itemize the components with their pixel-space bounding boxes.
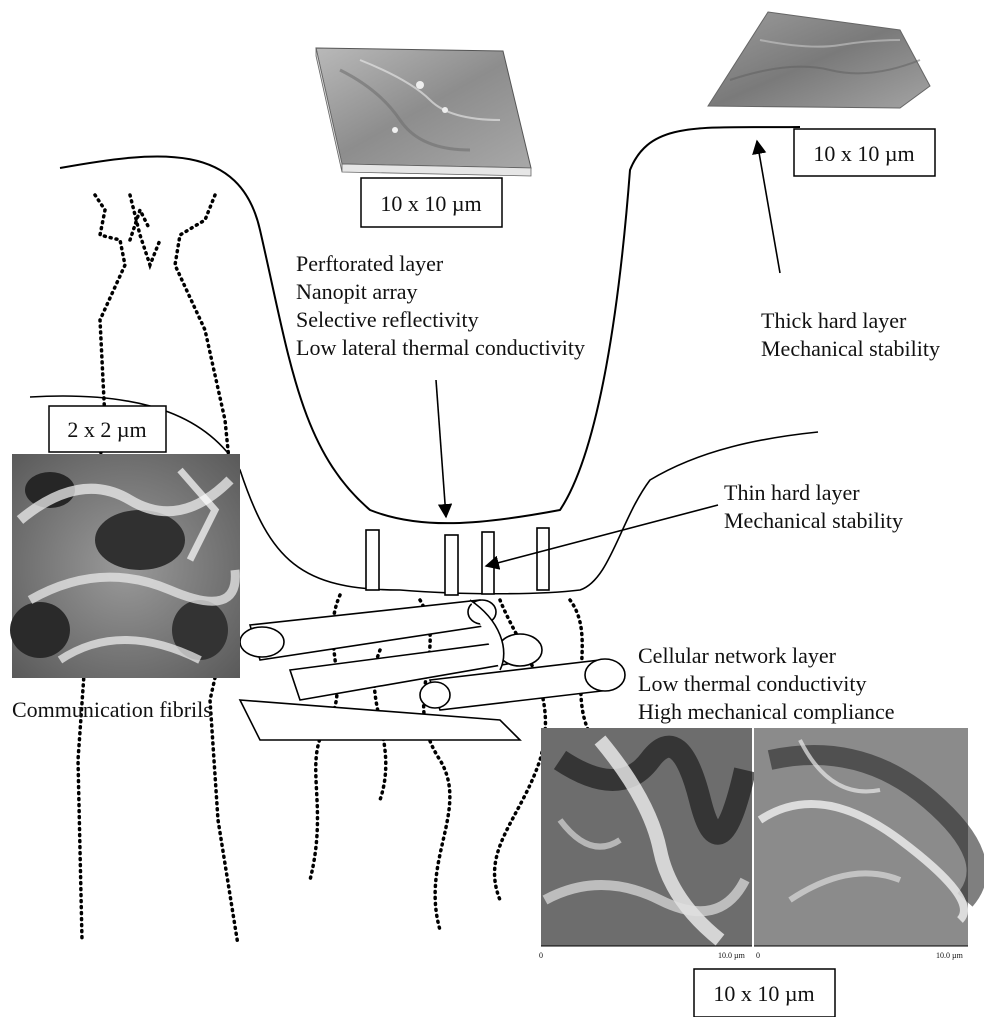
annotation-thick-layer: Thick hard layer Mechanical stability <box>761 308 940 361</box>
cellular-network-cylinders <box>240 600 625 740</box>
thick-line-1: Thick hard layer <box>761 308 907 333</box>
thick-line-2: Mechanical stability <box>761 336 940 361</box>
cellular-line-1: Cellular network layer <box>638 643 837 668</box>
afm-image-bottom-right <box>754 728 977 946</box>
perforated-line-1: Perftorated layer <box>296 251 444 276</box>
cellular-line-2: Low thermal conductivity <box>638 671 867 696</box>
scale-label-left: 2 x 2 µm <box>67 417 146 442</box>
arrow-thick-layer <box>757 141 780 273</box>
afm-image-left <box>10 454 240 678</box>
afm-surface-top-center <box>316 48 531 176</box>
annotation-thin-layer: Thin hard layer Mechanical stability <box>724 480 903 533</box>
axis-right-end: 10.0 µm <box>936 951 964 960</box>
perforated-line-3: Selective reflectivity <box>296 307 479 332</box>
scale-box-bottom: 10 x 10 µm <box>694 969 835 1017</box>
scale-box-top-right: 10 x 10 µm <box>794 129 935 176</box>
nanopit-columns <box>366 528 549 595</box>
thin-line-1: Thin hard layer <box>724 480 860 505</box>
scale-box-left: 2 x 2 µm <box>49 406 166 452</box>
annotation-perforated-layer: Perftorated layer Nanopit array Selectiv… <box>296 251 585 360</box>
thin-line-2: Mechanical stability <box>724 508 903 533</box>
annotation-communication-fibrils: Communication fibrils <box>12 697 212 722</box>
scale-box-top-center: 10 x 10 µm <box>361 178 502 227</box>
scale-label-top-right: 10 x 10 µm <box>813 141 914 166</box>
axis-left-end: 10.0 µm <box>718 951 746 960</box>
annotation-cellular-layer: Cellular network layer Low thermal condu… <box>638 643 895 724</box>
scale-label-bottom: 10 x 10 µm <box>713 981 814 1006</box>
cellular-line-3: High mechanical compliance <box>638 699 895 724</box>
arrow-thin-layer <box>486 505 718 566</box>
scale-label-top-center: 10 x 10 µm <box>380 191 481 216</box>
arrow-perforated <box>436 380 446 517</box>
axis-right-start: 0 <box>756 951 760 960</box>
perforated-line-4: Low lateral thermal conductivity <box>296 335 585 360</box>
afm-image-bottom-left <box>541 728 752 946</box>
axis-left-start: 0 <box>539 951 543 960</box>
afm-surface-top-right <box>708 12 930 108</box>
perforated-line-2: Nanopit array <box>296 279 418 304</box>
